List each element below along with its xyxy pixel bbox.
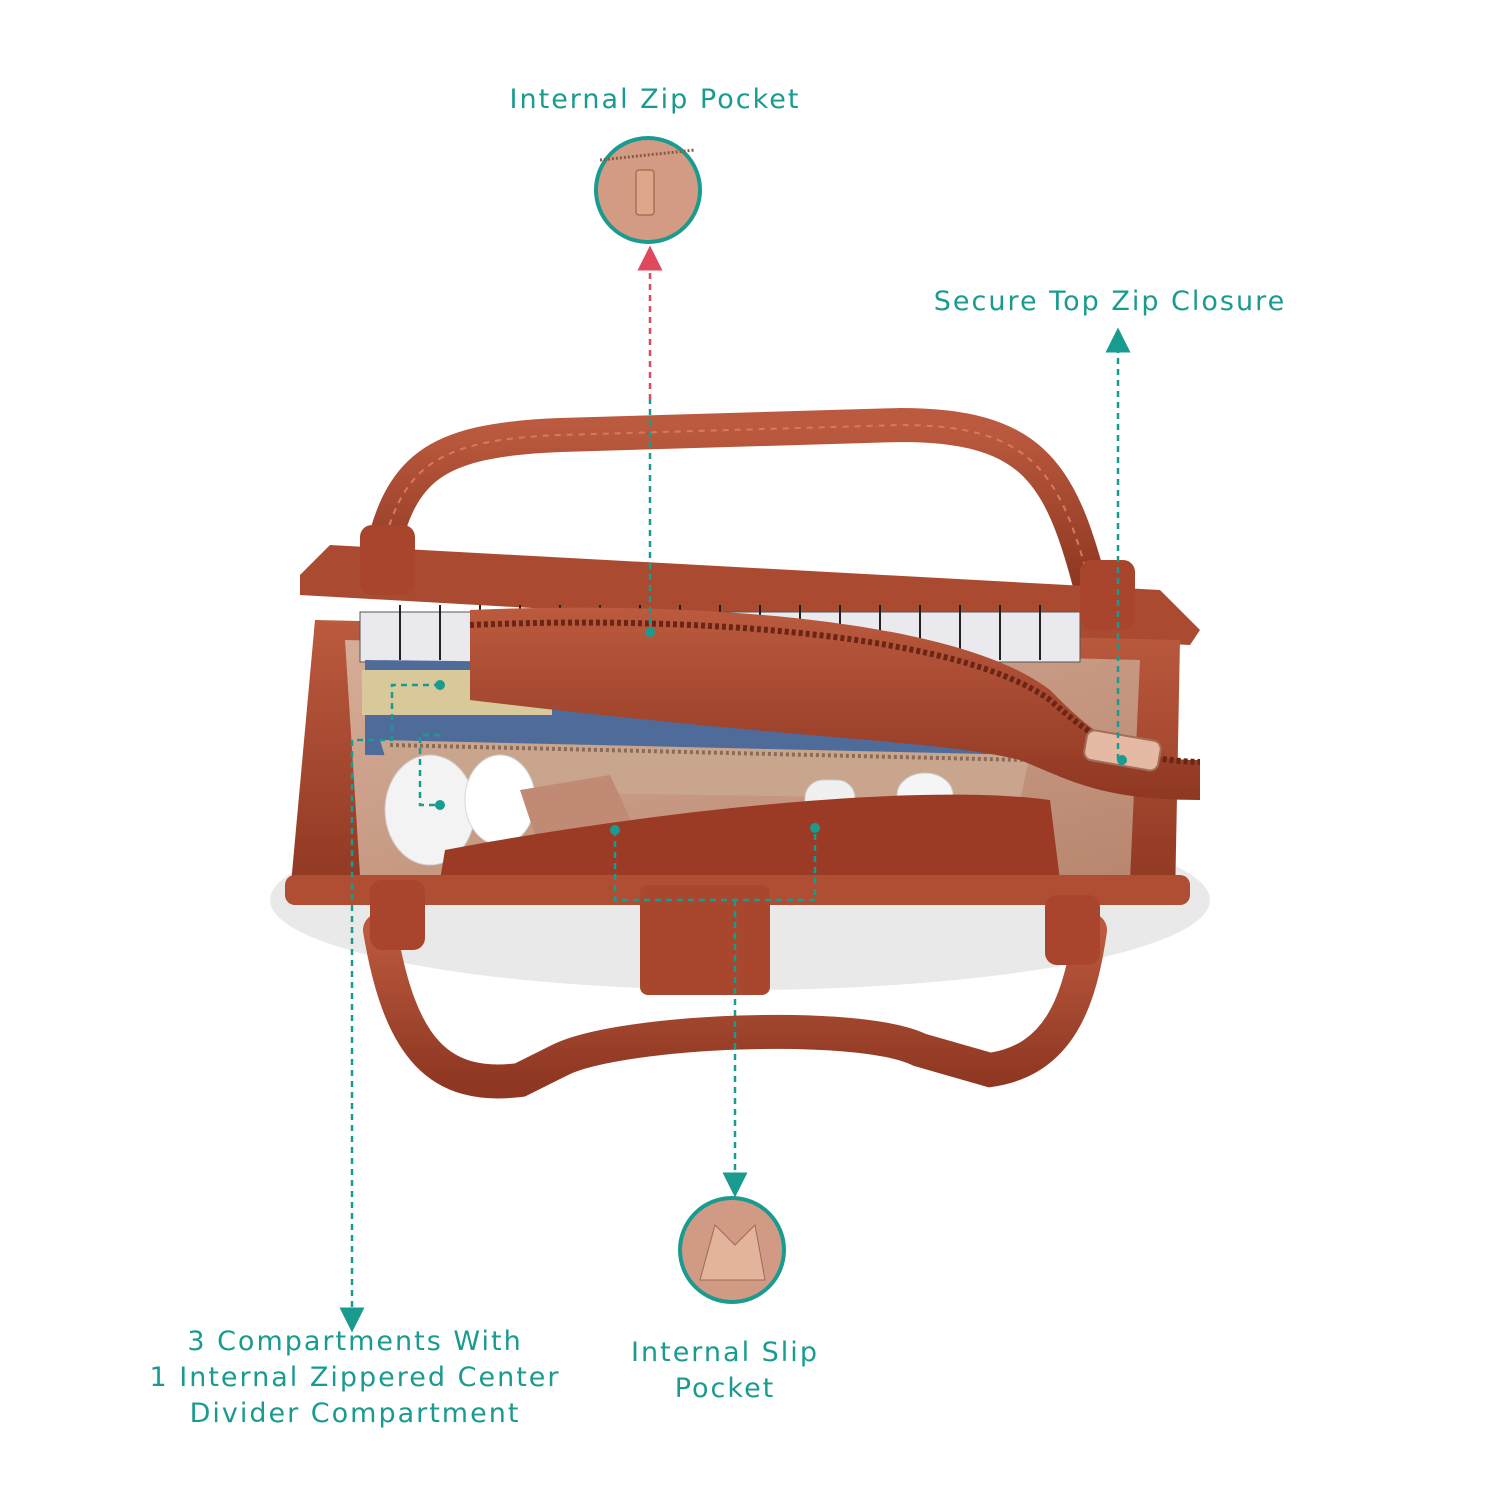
- loop-bottom-left: [370, 880, 425, 950]
- slip-pocket-thumbnail: [678, 1196, 786, 1304]
- bottom-handle: [363, 913, 1107, 1099]
- label-line: Internal Slip: [631, 1337, 819, 1368]
- label-line: Divider Compartment: [189, 1398, 521, 1429]
- center-divider: [380, 740, 1030, 800]
- label-line: 3 Compartments With: [187, 1326, 523, 1357]
- compartments-dot-2: [435, 800, 445, 810]
- label-compartments: 3 Compartments With 1 Internal Zippered …: [130, 1324, 580, 1432]
- label-internal-zip-pocket: Internal Zip Pocket: [470, 82, 840, 118]
- label-line: Internal Zip Pocket: [509, 84, 801, 115]
- compartments-connector: [339, 683, 440, 1333]
- front-slip-pocket: [440, 794, 1060, 880]
- center-divider-zip: [389, 743, 1026, 762]
- label-line: 1 Internal Zippered Center: [149, 1362, 561, 1393]
- slip-pocket-dot-2: [810, 823, 820, 833]
- top-handle-stitch: [379, 423, 1091, 586]
- label-line: Pocket: [674, 1373, 776, 1404]
- zip-pocket-dot: [645, 627, 655, 637]
- front-zip-flap: [470, 607, 1200, 800]
- slip-pocket-connector: [613, 830, 817, 902]
- top-zip-dot: [1117, 755, 1127, 765]
- loop-top-left: [360, 525, 415, 595]
- compartments-dot-1: [435, 680, 445, 690]
- label-internal-slip-pocket: Internal Slip Pocket: [610, 1335, 840, 1407]
- loop-top-right: [1080, 560, 1135, 630]
- label-secure-top-zip-closure: Secure Top Zip Closure: [920, 284, 1300, 320]
- compartments-connector-2: [418, 733, 440, 807]
- zip-pocket-thumbnail: [594, 136, 702, 244]
- front-tab: [640, 885, 770, 995]
- label-line: Secure Top Zip Closure: [933, 286, 1287, 317]
- slip-pocket-dot-1: [610, 825, 620, 835]
- zipper-pull: [1083, 729, 1162, 772]
- loop-bottom-right: [1045, 895, 1100, 965]
